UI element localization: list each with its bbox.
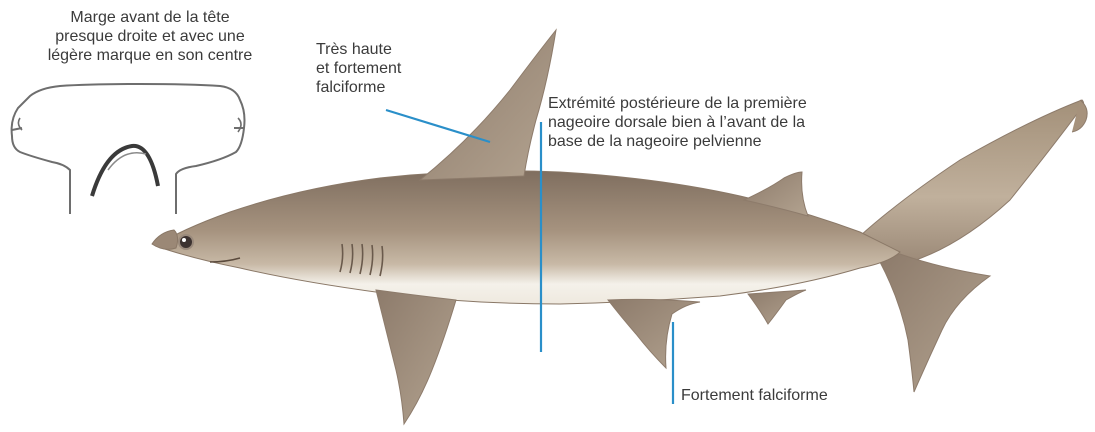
label-line: Extrémité postérieure de la première bbox=[548, 94, 807, 113]
label-pelvic-fin: Fortement falciforme bbox=[681, 386, 828, 405]
label-line: Très haute bbox=[316, 40, 401, 59]
label-dorsal-height: Très haute et fortement falciforme bbox=[316, 40, 401, 97]
label-line: presque droite et avec une bbox=[0, 27, 300, 46]
label-line: et fortement bbox=[316, 59, 401, 78]
label-line: nageoire dorsale bien à l’avant de la bbox=[548, 113, 807, 132]
head-outline-drawing bbox=[12, 84, 245, 214]
leader-line-dorsal-height bbox=[386, 110, 490, 142]
label-line: base de la nageoire pelvienne bbox=[548, 132, 807, 151]
label-line: falciforme bbox=[316, 78, 401, 97]
label-line: légère marque en son centre bbox=[0, 46, 300, 65]
label-line: Fortement falciforme bbox=[681, 386, 828, 405]
label-dorsal-position: Extrémité postérieure de la première nag… bbox=[548, 94, 807, 151]
shark-body bbox=[152, 30, 1087, 424]
label-head-margin: Marge avant de la tête presque droite et… bbox=[0, 8, 300, 65]
label-line: Marge avant de la tête bbox=[0, 8, 300, 27]
